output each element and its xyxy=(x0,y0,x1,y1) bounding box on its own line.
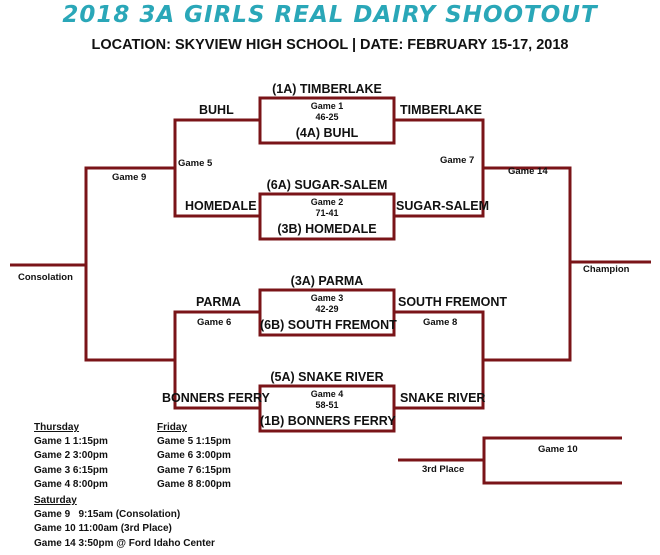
left-team-homedale: HOMEDALE xyxy=(185,199,257,213)
left-team-parma: PARMA xyxy=(196,295,241,309)
g2-name: Game 2 xyxy=(310,197,344,207)
game-8-label: Game 8 xyxy=(423,317,458,328)
game-7-label: Game 7 xyxy=(440,155,475,166)
g1-name: Game 1 xyxy=(310,101,344,111)
game-14-label: Game 14 xyxy=(508,166,548,177)
page-title: 2018 3A GIRLS REAL DAIRY SHOOTOUT xyxy=(62,2,598,28)
left-team-bonners-ferry: BONNERS FERRY xyxy=(162,391,270,405)
thursday-item: Game 1 1:15pm xyxy=(34,436,108,448)
page-subtitle: LOCATION: SKYVIEW HIGH SCHOOL | DATE: FE… xyxy=(91,37,569,53)
g2-score: 71-41 xyxy=(315,208,339,218)
right-team-snake-river: SNAKE RIVER xyxy=(400,391,486,405)
schedule-thursday: Thursday Game 1 1:15pm Game 2 3:00pm Gam… xyxy=(34,421,108,492)
friday-item: Game 7 6:15pm xyxy=(157,464,231,476)
g4-name: Game 4 xyxy=(310,389,344,399)
g4-info: Game 4 58-51 xyxy=(260,389,394,411)
thursday-item: Game 4 8:00pm xyxy=(34,478,108,490)
thursday-item: Game 2 3:00pm xyxy=(34,450,108,462)
friday-item: Game 5 1:15pm xyxy=(157,436,231,448)
game-6-label: Game 6 xyxy=(197,317,232,328)
saturday-heading: Saturday xyxy=(34,495,77,506)
saturday-item: Game 10 11:00am (3rd Place) xyxy=(34,523,172,535)
game-5-label: Game 5 xyxy=(178,158,213,169)
g4-bottom-team: (1B) BONNERS FERRY xyxy=(260,414,396,428)
g2-top-team: (6A) SUGAR-SALEM xyxy=(266,178,388,192)
friday-item: Game 6 3:00pm xyxy=(157,450,231,462)
g3-score: 42-29 xyxy=(315,304,339,314)
third-place-label: 3rd Place xyxy=(422,464,465,475)
g3-name: Game 3 xyxy=(310,293,344,303)
champion-label: Champion xyxy=(583,264,630,275)
g3-bottom-team: (6B) SOUTH FREMONT xyxy=(260,318,397,332)
game-9-label: Game 9 xyxy=(112,172,147,183)
saturday-item: Game 9 9:15am (Consolation) xyxy=(34,509,181,521)
g1-info: Game 1 46-25 xyxy=(260,101,394,123)
consolation-label: Consolation xyxy=(18,272,73,283)
g1-top-team: (1A) TIMBERLAKE xyxy=(272,82,382,96)
right-team-south-fremont: SOUTH FREMONT xyxy=(398,295,508,309)
g4-score: 58-51 xyxy=(315,400,339,410)
right-team-timberlake: TIMBERLAKE xyxy=(400,103,482,117)
g4-top-team: (5A) SNAKE RIVER xyxy=(270,370,384,384)
g2-info: Game 2 71-41 xyxy=(260,197,394,219)
schedule-saturday: Saturday Game 9 9:15am (Consolation) Gam… xyxy=(34,494,215,551)
thursday-heading: Thursday xyxy=(34,422,80,433)
left-team-buhl: BUHL xyxy=(199,103,234,117)
thursday-item: Game 3 6:15pm xyxy=(34,464,108,476)
friday-item: Game 8 8:00pm xyxy=(157,478,231,490)
g1-score: 46-25 xyxy=(315,112,339,122)
saturday-item: Game 14 3:50pm @ Ford Idaho Center xyxy=(34,537,215,549)
game-9-line xyxy=(84,166,175,362)
g2-bottom-team: (3B) HOMEDALE xyxy=(277,222,377,236)
right-team-sugar-salem: SUGAR-SALEM xyxy=(396,199,490,213)
schedule-friday: Friday Game 5 1:15pm Game 6 3:00pm Game … xyxy=(157,421,231,492)
g3-info: Game 3 42-29 xyxy=(260,293,394,315)
game-10-label: Game 10 xyxy=(538,444,578,455)
g3-top-team: (3A) PARMA xyxy=(290,274,364,288)
game-14-line xyxy=(483,166,572,362)
friday-heading: Friday xyxy=(157,422,188,433)
g1-bottom-team: (4A) BUHL xyxy=(295,126,359,140)
